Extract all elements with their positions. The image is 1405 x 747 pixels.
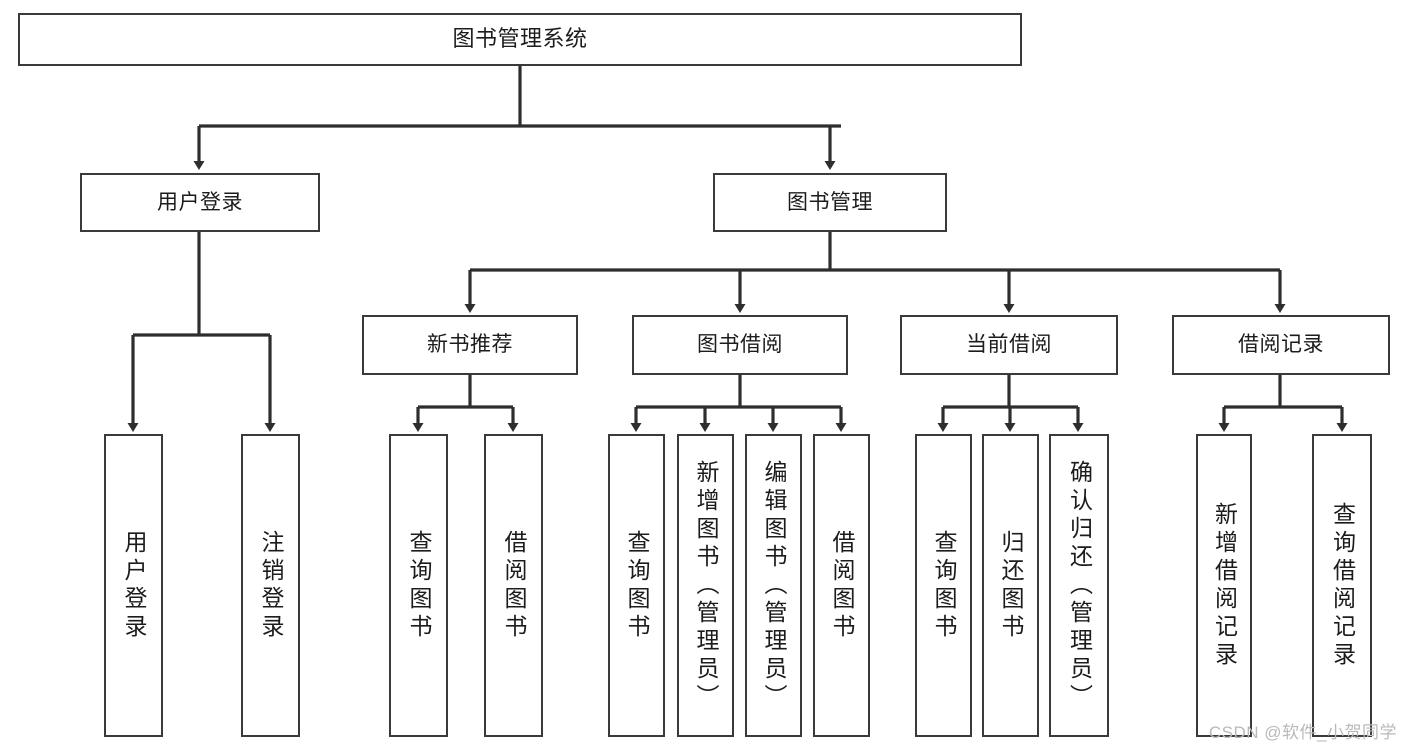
node-label: 借阅图书 xyxy=(501,529,527,642)
node-label: 用户登录 xyxy=(121,529,147,642)
node-leaf-confirm-return[interactable]: 确认归还（管理员） xyxy=(1049,434,1109,737)
node-book-borrow[interactable]: 图书借阅 xyxy=(632,315,848,375)
node-leaf-query-book-2[interactable]: 查询图书 xyxy=(608,434,665,737)
node-leaf-query-book-1[interactable]: 查询图书 xyxy=(389,434,448,737)
node-label: 借阅记录 xyxy=(1238,333,1324,357)
node-label: 编辑图书（管理员） xyxy=(761,459,787,712)
node-leaf-user-logout[interactable]: 注销登录 xyxy=(241,434,300,737)
node-new-book-rec[interactable]: 新书推荐 xyxy=(362,315,578,375)
node-book-mgmt[interactable]: 图书管理 xyxy=(713,173,947,232)
node-leaf-return-book[interactable]: 归还图书 xyxy=(982,434,1039,737)
node-leaf-borrow-book-2[interactable]: 借阅图书 xyxy=(813,434,870,737)
node-label: 注销登录 xyxy=(258,529,284,642)
node-label: 确认归还（管理员） xyxy=(1066,459,1093,712)
node-leaf-query-record[interactable]: 查询借阅记录 xyxy=(1312,434,1372,737)
node-current-borrow[interactable]: 当前借阅 xyxy=(900,315,1118,375)
node-leaf-borrow-book-1[interactable]: 借阅图书 xyxy=(484,434,543,737)
node-label: 图书借阅 xyxy=(697,333,783,357)
node-label: 查询图书 xyxy=(931,529,957,642)
node-label: 查询图书 xyxy=(406,529,432,642)
node-label: 新增借阅记录 xyxy=(1211,501,1238,670)
node-borrow-record[interactable]: 借阅记录 xyxy=(1172,315,1390,375)
node-label: 新增图书（管理员） xyxy=(693,459,719,712)
node-label: 图书管理系统 xyxy=(452,26,588,52)
node-leaf-add-book[interactable]: 新增图书（管理员） xyxy=(677,434,734,737)
node-label: 借阅图书 xyxy=(829,529,855,642)
node-label: 用户登录 xyxy=(157,190,243,214)
node-leaf-query-book-3[interactable]: 查询图书 xyxy=(915,434,972,737)
node-leaf-add-record[interactable]: 新增借阅记录 xyxy=(1196,434,1252,737)
node-label: 查询图书 xyxy=(624,529,650,642)
node-root[interactable]: 图书管理系统 xyxy=(18,13,1022,66)
node-leaf-user-login[interactable]: 用户登录 xyxy=(104,434,163,737)
node-label: 图书管理 xyxy=(787,190,873,214)
node-label: 查询借阅记录 xyxy=(1329,501,1356,670)
node-label: 新书推荐 xyxy=(427,333,513,357)
node-user-login[interactable]: 用户登录 xyxy=(80,173,320,232)
node-leaf-edit-book[interactable]: 编辑图书（管理员） xyxy=(745,434,802,737)
node-label: 归还图书 xyxy=(998,529,1024,642)
node-label: 当前借阅 xyxy=(966,333,1052,357)
